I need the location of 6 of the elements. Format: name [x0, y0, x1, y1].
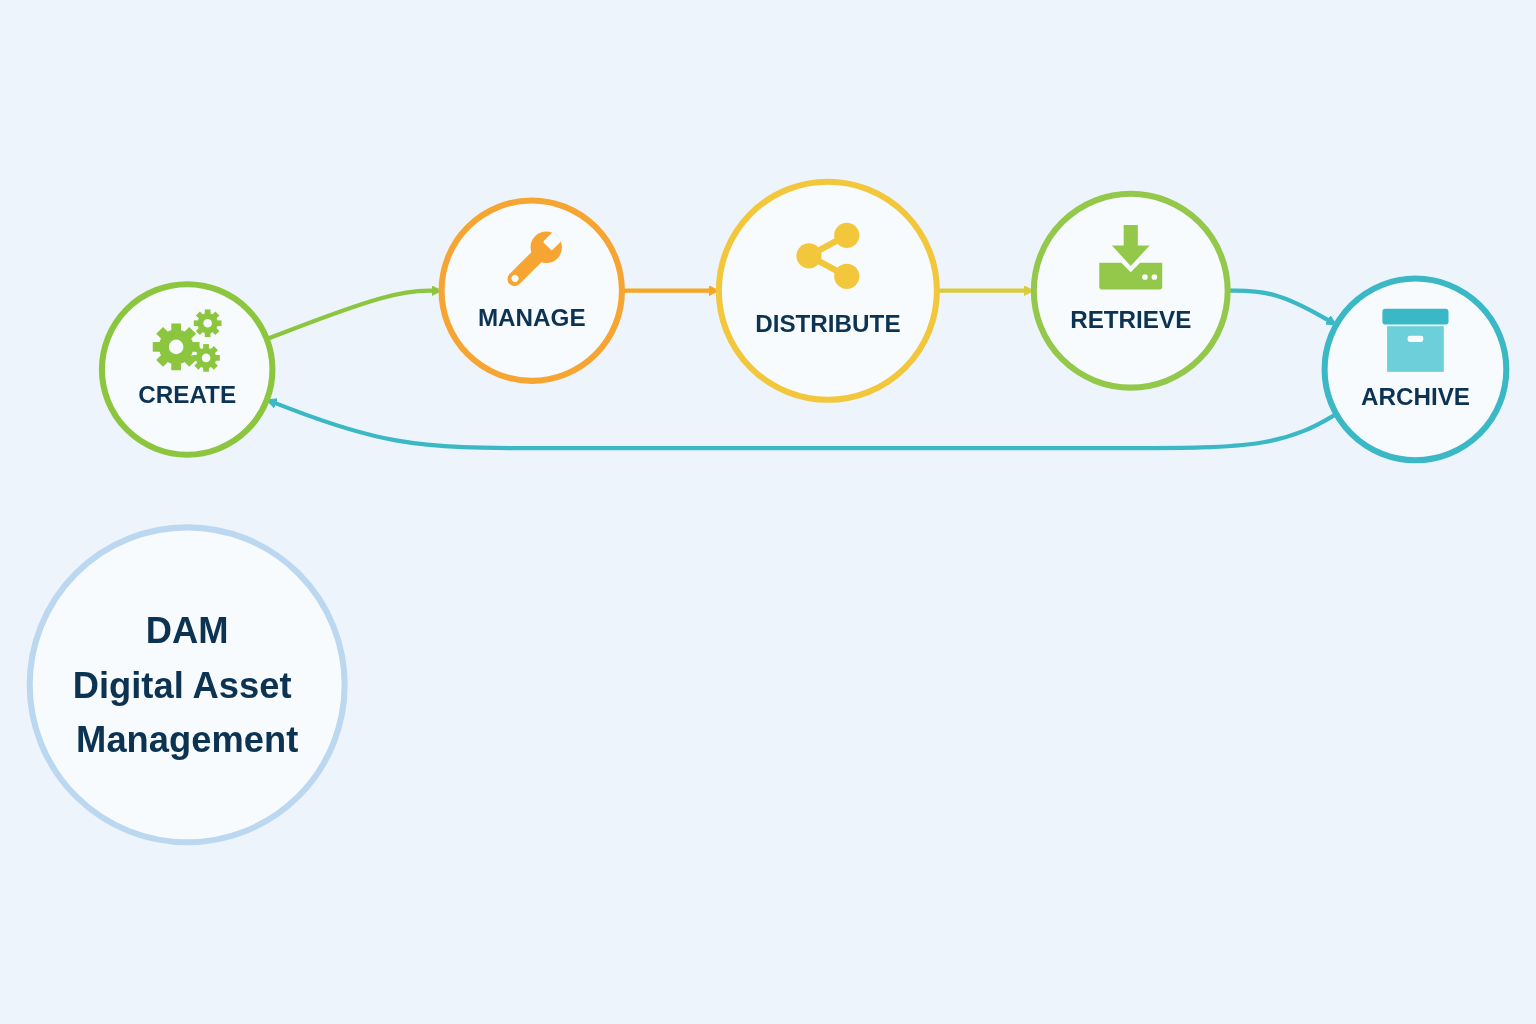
node-circle: RETRIEVE — [1030, 190, 1231, 391]
node-circle: DAM Digital Asset Management — [26, 524, 348, 846]
node-circle: ARCHIVE — [1321, 275, 1510, 464]
node-circle: DISTRIBUTE — [715, 178, 940, 403]
node-circle: CREATE — [98, 281, 276, 458]
node-circle: MANAGE — [438, 197, 625, 384]
